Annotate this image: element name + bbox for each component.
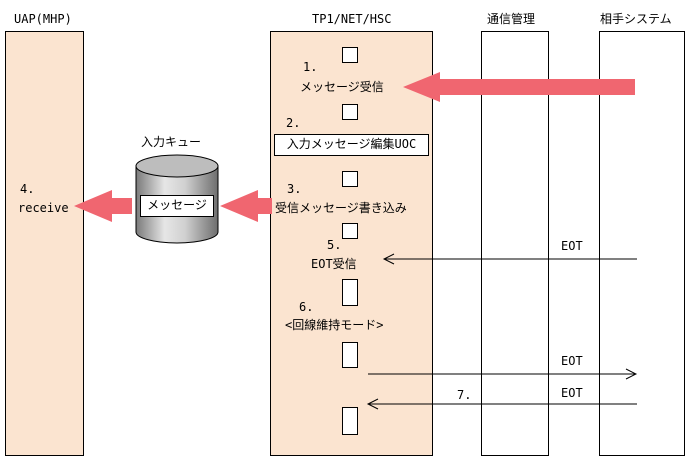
tp1-header: TP1/NET/HSC: [312, 12, 392, 26]
step1-number: 1.: [303, 60, 318, 74]
step6-number: 6.: [299, 300, 314, 314]
red-arrow-step1: [403, 72, 635, 102]
step2-label-box: 入力メッセージ編集UOC: [274, 134, 429, 156]
activation-box-2: [342, 104, 358, 120]
step5-label: EOT受信: [311, 257, 357, 271]
activation-box-3: [342, 171, 358, 187]
activation-box-7: [342, 407, 358, 435]
comm-header: 通信管理: [487, 12, 536, 26]
step3-number: 3.: [287, 182, 302, 196]
activation-box-6: [342, 342, 358, 368]
step3-label: 受信メッセージ書き込み: [275, 201, 407, 215]
activation-box-5: [342, 279, 358, 306]
partner-lane: [599, 31, 685, 456]
step6-label: <回線維持モード>: [285, 318, 384, 332]
step5-number: 5.: [327, 238, 342, 252]
uap-lane: [5, 31, 84, 456]
eot-label-2: EOT: [561, 354, 583, 368]
step2-number: 2.: [286, 116, 301, 130]
red-arrow-step4: [74, 190, 132, 222]
comm-lane: [481, 31, 549, 456]
activation-box-1: [342, 47, 358, 63]
tp1-lane: [270, 31, 433, 456]
uap-header: UAP(MHP): [14, 12, 72, 26]
step4-number: 4.: [20, 182, 35, 196]
eot-label-3: EOT: [561, 386, 583, 400]
queue-message-box: メッセージ: [140, 195, 214, 217]
eot-label-1: EOT: [561, 239, 583, 253]
red-arrow-step3: [220, 190, 272, 222]
queue-label: 入力キュー: [141, 135, 202, 149]
step7-number: 7.: [457, 388, 472, 402]
activation-box-4: [342, 223, 358, 239]
step1-label: メッセージ受信: [300, 80, 384, 94]
step4-label: receive: [18, 201, 69, 215]
partner-header: 相手システム: [600, 12, 672, 26]
